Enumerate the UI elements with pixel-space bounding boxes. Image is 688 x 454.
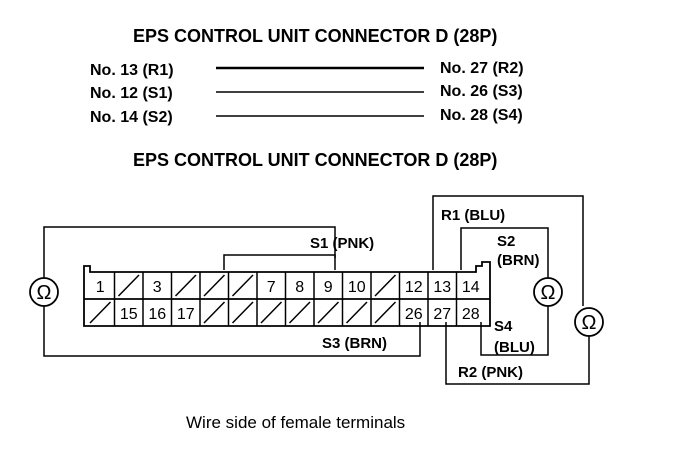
blank-terminal-mark: [345, 301, 368, 324]
pair-left-3: No. 14 (S2): [90, 109, 173, 126]
pair-right-2: No. 26 (S3): [440, 83, 523, 100]
ohm-icon: Ω: [37, 282, 52, 304]
wire-r1: [432, 195, 584, 306]
pair-right-3: No. 28 (S4): [440, 107, 523, 124]
blank-terminal-mark: [374, 274, 397, 297]
wire-r2: [445, 322, 590, 385]
terminal-7: 7: [267, 279, 276, 296]
terminal-27: 27: [433, 306, 451, 323]
caption: Wire side of female terminals: [186, 413, 405, 432]
label-s4: S4: [494, 318, 513, 335]
blank-terminal-mark: [117, 274, 140, 297]
blank-terminal-mark: [317, 301, 340, 324]
wire-s1-bracket: [223, 254, 336, 270]
terminal-15: 15: [120, 306, 138, 323]
pair-left-1: No. 13 (R1): [90, 62, 174, 79]
terminal-3: 3: [153, 279, 162, 296]
label-s1: S1 (PNK): [310, 235, 374, 252]
terminal-17: 17: [177, 306, 195, 323]
terminal-14: 14: [462, 279, 480, 296]
label-s2: S2: [497, 233, 515, 250]
label-s3: S3 (BRN): [322, 335, 387, 352]
terminal-16: 16: [148, 306, 166, 323]
title-middle: EPS CONTROL UNIT CONNECTOR D (28P): [133, 150, 498, 170]
wire-left-meter-top: [43, 226, 336, 278]
ohm-icon: Ω: [582, 312, 597, 334]
wire-s2: [460, 227, 549, 278]
blank-terminal-mark: [374, 301, 397, 324]
meters: [29, 277, 604, 337]
meter-left: [29, 277, 59, 307]
label-r1: R1 (BLU): [441, 207, 505, 224]
terminal-13: 13: [433, 279, 451, 296]
terminal-12: 12: [405, 279, 423, 296]
meter-symbols: Ω Ω Ω: [37, 282, 597, 334]
wires: [43, 195, 590, 385]
ohm-icon: Ω: [541, 282, 556, 304]
meter-far-right: [574, 307, 604, 337]
blank-terminal-mark: [174, 274, 197, 297]
label-s2-color: (BRN): [497, 252, 540, 269]
blank-terminal-mark: [203, 301, 226, 324]
label-r2: R2 (PNK): [458, 364, 523, 381]
terminal-8: 8: [295, 279, 304, 296]
terminal-10: 10: [348, 279, 366, 296]
wire-labels: R1 (BLU) S1 (PNK) S2 (BRN) S3 (BRN) S4 (…: [310, 207, 540, 381]
blank-terminal-mark: [231, 274, 254, 297]
meter-center-right: [533, 277, 563, 307]
blank-terminal-mark: [231, 301, 254, 324]
blank-terminal-mark: [260, 301, 283, 324]
pair-left-2: No. 12 (S1): [90, 85, 173, 102]
terminal-26: 26: [405, 306, 423, 323]
terminal-28: 28: [462, 306, 480, 323]
pair-lines: [216, 66, 424, 117]
connector-body: [83, 261, 491, 327]
terminal-9: 9: [324, 279, 333, 296]
blank-terminal-mark: [288, 301, 311, 324]
blank-terminal-mark: [203, 274, 226, 297]
title-top: EPS CONTROL UNIT CONNECTOR D (28P): [133, 26, 498, 46]
connector-outline: [83, 261, 491, 327]
wire-left-meter-bottom: [43, 306, 421, 357]
pair-right-1: No. 27 (R2): [440, 60, 524, 77]
label-s4-color: (BLU): [494, 339, 535, 356]
blank-terminal-mark: [89, 301, 112, 324]
wire-s4: [480, 306, 549, 356]
terminal-1: 1: [96, 279, 105, 296]
